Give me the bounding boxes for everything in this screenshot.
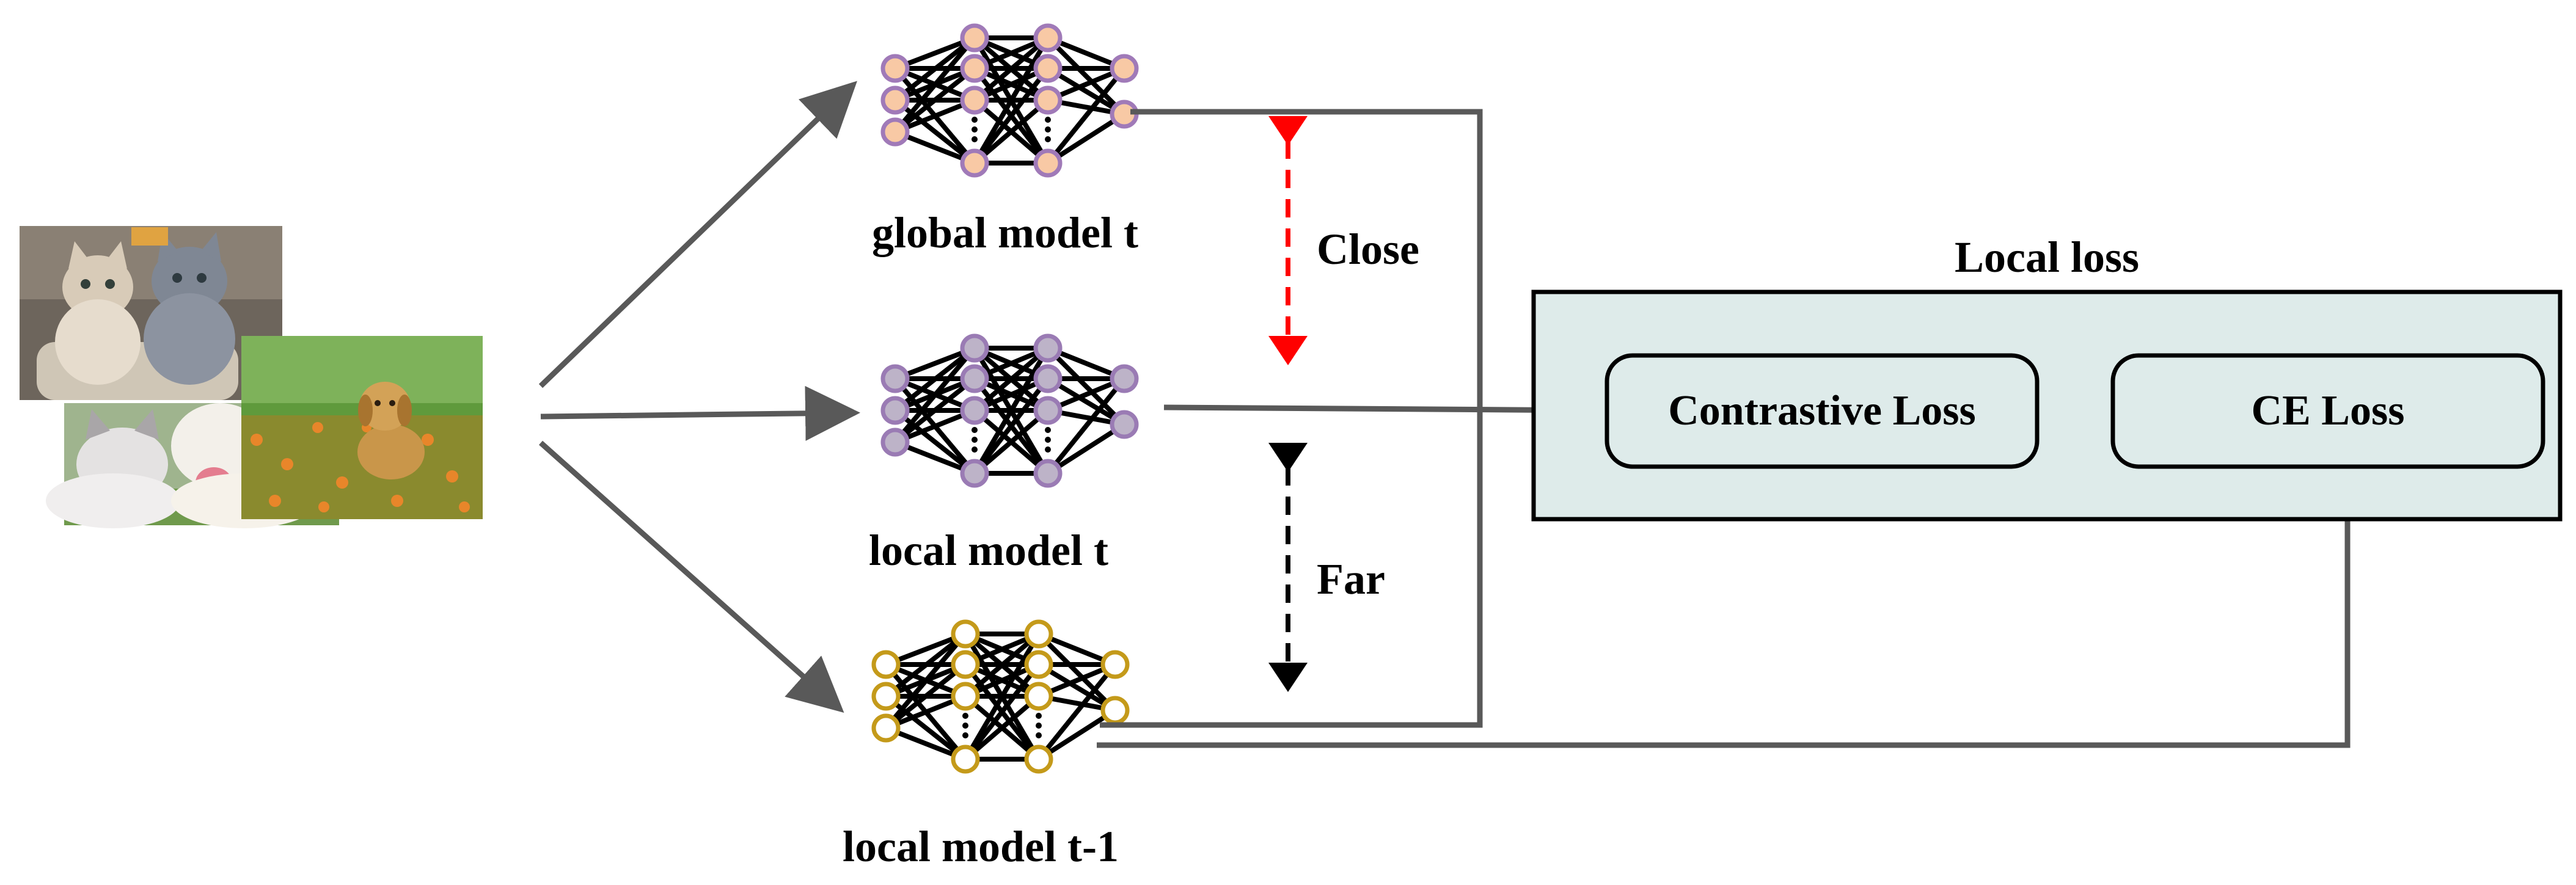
input-images <box>20 226 483 528</box>
network-node <box>1100 650 1130 679</box>
network-node <box>960 86 989 115</box>
ellipsis-dot <box>1045 427 1051 433</box>
ce-loss-label: CE Loss <box>2252 387 2405 434</box>
ellipsis-dot <box>1036 732 1042 738</box>
network-node <box>880 54 910 83</box>
arrow-to-local-prev <box>539 440 844 713</box>
network-node <box>960 54 989 83</box>
network-node <box>1110 364 1139 393</box>
network-node <box>880 364 910 393</box>
network-node <box>871 650 901 679</box>
ellipsis-dot <box>1036 713 1042 719</box>
ellipsis-dot <box>971 437 978 443</box>
network-node <box>1033 396 1063 425</box>
network-node <box>880 396 910 425</box>
local-loss-title: Local loss <box>1955 233 2139 282</box>
contrastive-loss-label: Contrastive Loss <box>1668 387 1976 434</box>
ellipsis-dot <box>962 723 968 729</box>
global-model-label: global model t <box>872 208 1138 257</box>
arrow-to-local <box>540 385 860 441</box>
far-label: Far <box>1317 555 1385 603</box>
ellipsis-dot <box>971 446 978 453</box>
ellipsis-dot <box>962 713 968 719</box>
network-node <box>951 619 980 649</box>
ellipsis-dot <box>971 427 978 433</box>
network-node <box>1033 54 1063 83</box>
network-node <box>1100 696 1130 725</box>
network-node <box>1024 619 1053 649</box>
network-node <box>871 682 901 711</box>
network-node <box>1033 333 1063 363</box>
network-node <box>951 745 980 774</box>
input-arrows <box>538 81 860 713</box>
local-model-prev-label: local model t-1 <box>843 822 1119 871</box>
network-node <box>880 86 910 115</box>
network-node <box>1033 364 1063 393</box>
ellipsis-dot <box>971 117 978 123</box>
ellipsis-dot <box>1045 136 1051 142</box>
ellipsis-dot <box>1045 117 1051 123</box>
global-to-prev-bracket <box>1100 109 1483 728</box>
network-edges <box>893 35 1127 166</box>
local-to-contrastive-arrow <box>1163 382 1612 438</box>
puppy-photo <box>241 336 483 519</box>
network-node <box>871 713 901 743</box>
contrastive-loss-box: Contrastive Loss <box>1605 353 2040 469</box>
global-model-network-icon <box>880 23 1139 178</box>
ellipsis-dot <box>1045 126 1051 133</box>
network-node <box>1024 682 1053 711</box>
network-node <box>951 682 980 711</box>
network-node <box>1024 745 1053 774</box>
kittens-photo <box>20 226 282 400</box>
local-model-prev-network-icon <box>871 619 1130 774</box>
network-node <box>1024 650 1053 679</box>
ellipsis-dot <box>962 732 968 738</box>
network-node <box>951 650 980 679</box>
network-node <box>1033 23 1063 53</box>
close-label: Close <box>1317 225 1419 274</box>
network-node <box>960 364 989 393</box>
network-node <box>1033 86 1063 115</box>
network-edges <box>884 632 1118 762</box>
network-node <box>1033 459 1063 488</box>
network-node <box>880 428 910 457</box>
network-node <box>960 23 989 53</box>
network-node <box>960 333 989 363</box>
network-edges <box>893 346 1127 476</box>
local-model-label: local model t <box>869 526 1108 575</box>
ellipsis-dot <box>1036 723 1042 729</box>
network-node <box>960 459 989 488</box>
ellipsis-dot <box>971 126 978 133</box>
local-model-network-icon <box>880 333 1139 488</box>
prev-to-ce-arrow <box>1097 464 2375 748</box>
connectors <box>1097 109 2375 748</box>
ellipsis-dot <box>1045 437 1051 443</box>
network-node <box>880 117 910 147</box>
network-node <box>1110 410 1139 439</box>
network-node <box>960 396 989 425</box>
arrow-to-global <box>538 81 857 388</box>
ellipsis-dot <box>971 136 978 142</box>
network-node <box>1110 54 1139 83</box>
network-node <box>960 148 989 178</box>
ellipsis-dot <box>1045 446 1051 453</box>
network-node <box>1033 148 1063 178</box>
ce-loss-box: CE Loss <box>2110 353 2545 469</box>
